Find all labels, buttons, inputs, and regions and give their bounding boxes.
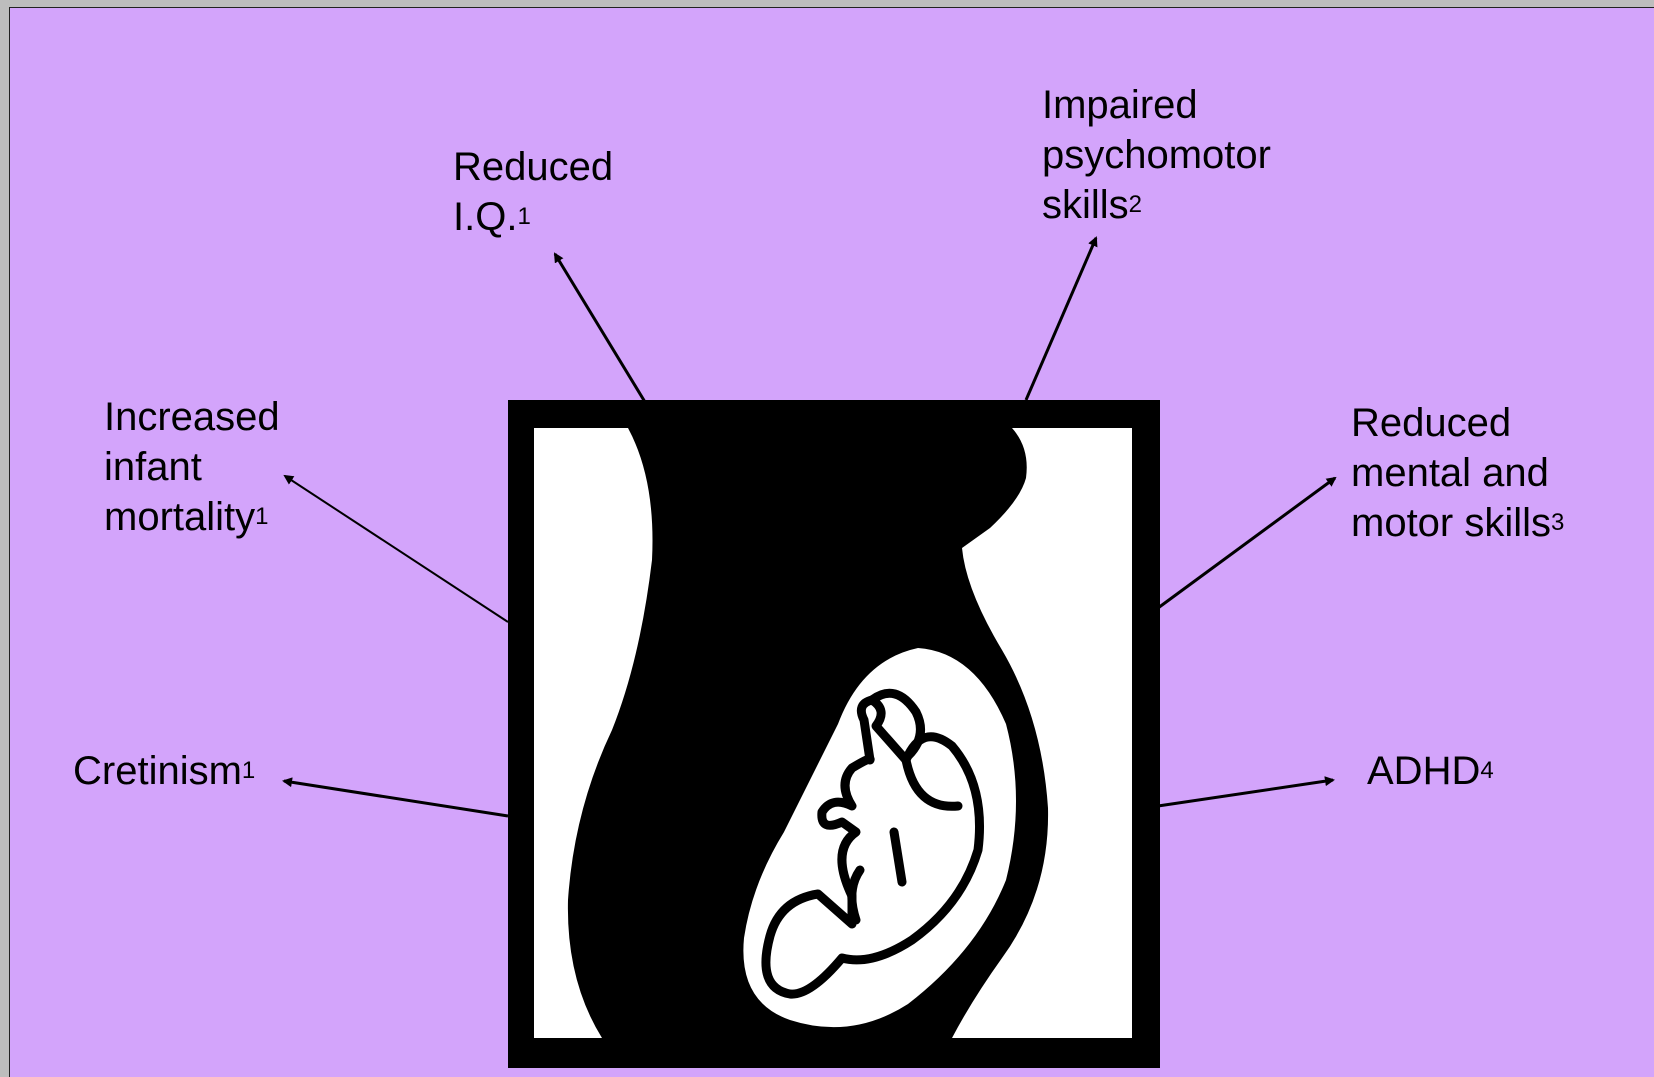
label-line: mental and [1351, 448, 1564, 498]
arrow-impaired-psychomotor [1026, 238, 1096, 400]
arrow-cretinism [284, 781, 508, 816]
label-line: motor skills3 [1351, 498, 1564, 554]
label-line: infant [104, 442, 280, 492]
label-text: skills [1042, 183, 1129, 227]
footnote-marker: 3 [1551, 509, 1564, 536]
label-text: ADHD [1367, 749, 1480, 793]
label-line: Reduced [1351, 398, 1564, 448]
label-infant-mortality: Increased infant mortality1 [104, 392, 280, 548]
label-line: Impaired [1042, 80, 1271, 130]
label-cretinism: Cretinism1 [73, 746, 255, 802]
label-reduced-iq: Reduced I.Q.1 [453, 142, 613, 248]
label-text: Cretinism [73, 749, 242, 793]
pregnant-woman-fetus-icon [508, 400, 1160, 1068]
label-line: mortality1 [104, 492, 280, 548]
footnote-marker: 4 [1480, 757, 1493, 784]
label-reduced-mental-motor: Reduced mental and motor skills3 [1351, 398, 1564, 554]
label-line: Increased [104, 392, 280, 442]
label-text: motor skills [1351, 501, 1551, 545]
label-adhd: ADHD4 [1367, 746, 1494, 802]
label-text: I.Q. [453, 195, 517, 239]
label-line: ADHD4 [1367, 746, 1494, 802]
arrow-reduced-mental-motor [1158, 478, 1335, 608]
footnote-marker: 2 [1129, 191, 1142, 218]
label-line: skills2 [1042, 180, 1271, 236]
label-line: Cretinism1 [73, 746, 255, 802]
label-line: I.Q.1 [453, 192, 613, 248]
arrow-infant-mortality [285, 476, 508, 622]
label-line: Reduced [453, 142, 613, 192]
label-line: psychomotor [1042, 130, 1271, 180]
arrow-reduced-iq [555, 254, 645, 402]
arrow-adhd [1158, 780, 1333, 806]
label-text: mortality [104, 495, 255, 539]
footnote-marker: 1 [255, 503, 268, 530]
footnote-marker: 1 [242, 757, 255, 784]
label-impaired-psychomotor: Impaired psychomotor skills2 [1042, 80, 1271, 236]
footnote-marker: 1 [517, 203, 530, 230]
